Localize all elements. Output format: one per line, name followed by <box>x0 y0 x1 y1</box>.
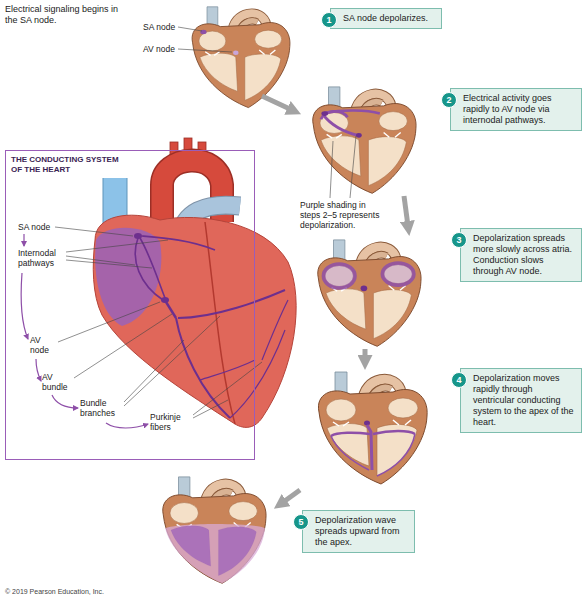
heart-step3 <box>318 240 421 346</box>
part-label: SA node <box>18 222 50 232</box>
heart-step2 <box>313 87 416 193</box>
part-label: Purple shading in steps 2–5 represents d… <box>300 200 388 231</box>
heart-exterior <box>93 138 296 427</box>
heart-step5 <box>163 477 266 583</box>
step-number-circle: 5 <box>293 514 309 530</box>
inset-panel: THE CONDUCTING SYSTEM OF THE HEART <box>5 150 255 460</box>
part-label: Purkinje fibers <box>150 412 190 432</box>
leader-line <box>178 27 232 52</box>
callout-number: 5 <box>294 515 308 529</box>
leader-line <box>330 136 356 198</box>
heart-step1 <box>192 7 290 108</box>
step-number-circle: 3 <box>451 232 467 248</box>
step-box: SA node depolarizes.1 <box>330 8 442 29</box>
step-number-circle: 1 <box>321 12 337 28</box>
part-label: Internodal pathways <box>18 248 66 268</box>
heart-step4 <box>318 372 427 484</box>
step-box: Depolarization moves rapidly through ven… <box>460 368 582 433</box>
part-label: AV node <box>143 44 175 54</box>
step-text: SA node depolarizes. <box>343 13 435 24</box>
step-box: Electrical activity goes rapidly to AV n… <box>450 88 582 131</box>
callout-number: 3 <box>452 233 466 247</box>
step-box: Depolarization spreads more slowly acros… <box>460 228 582 282</box>
part-label: SA node <box>143 22 175 32</box>
callout-number: 2 <box>442 93 456 107</box>
part-label: Bundle branches <box>80 398 122 418</box>
part-label: AV bundle <box>42 372 72 392</box>
panel-heading: THE CONDUCTING SYSTEM OF THE HEART <box>6 151 131 179</box>
callout-number: 1 <box>322 13 336 27</box>
leader-line <box>55 227 262 418</box>
step-number-circle: 4 <box>451 372 467 388</box>
step-text: Electrical activity goes rapidly to AV n… <box>463 93 575 126</box>
step-text: Depolarization spreads more slowly acros… <box>473 233 575 277</box>
copyright-note: © 2019 Pearson Education, Inc. <box>5 588 104 596</box>
step-box: Depolarization wave spreads upward from … <box>302 510 415 553</box>
part-label: AV node <box>30 335 56 355</box>
callout-number: 4 <box>452 373 466 387</box>
step-text: Depolarization moves rapidly through ven… <box>473 373 575 428</box>
step-number-circle: 2 <box>441 92 457 108</box>
step-text: Depolarization wave spreads upward from … <box>315 515 408 548</box>
heading-text: Electrical signaling begins in the SA no… <box>5 4 125 26</box>
